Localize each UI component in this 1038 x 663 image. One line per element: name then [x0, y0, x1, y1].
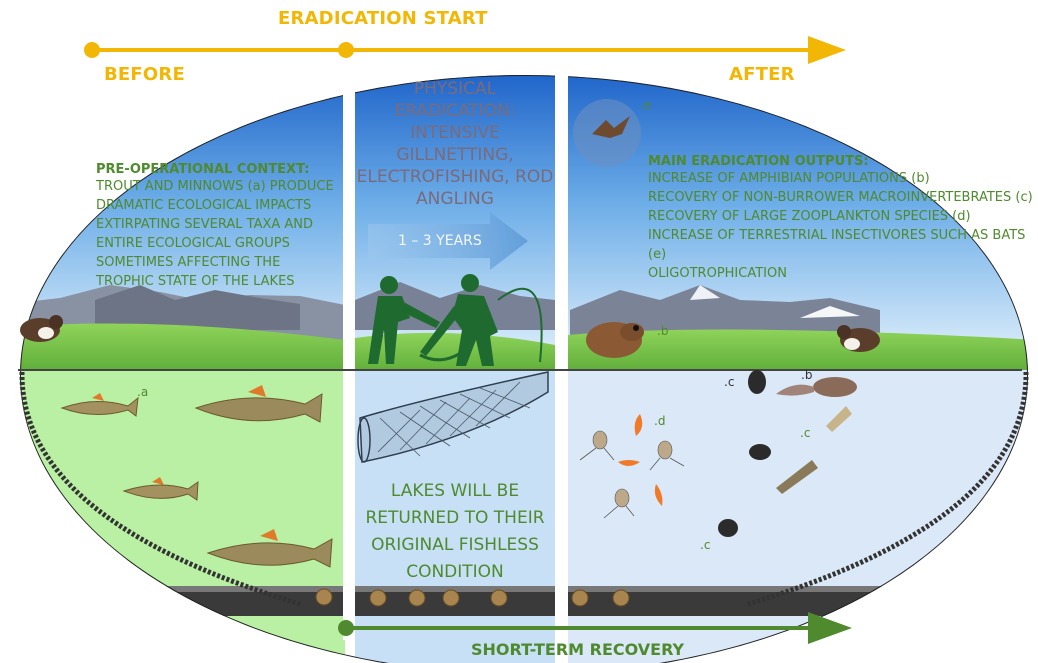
eradication-heading-line: INTENSIVE: [410, 123, 500, 143]
outcome-line: CONDITION: [406, 562, 504, 582]
top-timeline-arrow: [84, 36, 846, 64]
bat: [592, 116, 630, 138]
duration-label: 1 – 3 YEARS: [398, 233, 482, 249]
outputs-line: OLIGOTROPHICATION: [648, 266, 787, 281]
fishless-outcome-text: LAKES WILL BE RETURNED TO THEIR ORIGINAL…: [355, 478, 555, 586]
outcome-line: RETURNED TO THEIR: [365, 508, 545, 528]
zooplankton: [579, 414, 685, 519]
pre-operational-line: ENTIRE ECOLOGICAL GROUPS: [96, 236, 290, 251]
eradication-heading-line: PHYSICAL: [413, 79, 497, 99]
outputs-line: INCREASE OF AMPHIBIAN POPULATIONS (b): [648, 171, 930, 186]
physical-eradication-text: PHYSICAL ERADICATION: INTENSIVE GILLNETT…: [355, 78, 555, 210]
outcome-line: LAKES WILL BE: [390, 481, 520, 501]
eradication-heading-line: ANGLING: [416, 189, 494, 209]
dipper-bird-right: [837, 325, 880, 352]
eradication-start-label: ERADICATION START: [278, 8, 488, 29]
before-label: BEFORE: [104, 64, 185, 85]
trout-fish: [60, 393, 333, 568]
sediment-stones: [315, 588, 630, 607]
pre-operational-line: EXTIRPATING SEVERAL TAXA AND: [96, 217, 314, 232]
pre-operational-heading: PRE-OPERATIONAL CONTEXT:: [96, 162, 310, 177]
eradication-outputs-text: MAIN ERADICATION OUTPUTS: INCREASE OF AM…: [648, 154, 1038, 283]
duration-arrow: [368, 212, 528, 270]
outcome-line: ORIGINAL FISHLESS: [371, 535, 539, 555]
outputs-line: RECOVERY OF LARGE ZOOPLANKTON SPECIES (d…: [648, 209, 971, 224]
label-e: .e: [640, 98, 652, 112]
outputs-heading: MAIN ERADICATION OUTPUTS:: [648, 154, 869, 169]
eradication-heading-line: ELECTROFISHING, ROD: [356, 167, 554, 187]
outputs-line: RECOVERY OF NON-BURROWER MACROINVERTEBRA…: [648, 190, 1033, 205]
label-c-2: .c: [800, 426, 811, 440]
label-a: .a: [137, 385, 149, 399]
dipper-bird-left: [20, 315, 63, 342]
pre-operational-line: DRAMATIC ECOLOGICAL IMPACTS: [96, 198, 312, 213]
pre-operational-text: PRE-OPERATIONAL CONTEXT: TROUT AND MINNO…: [96, 162, 346, 291]
frog: [586, 322, 644, 358]
label-c-3: .c: [700, 538, 711, 552]
pre-operational-line: TROPHIC STATE OF THE LAKES: [96, 274, 295, 289]
beetles: [718, 370, 771, 537]
label-c-1: .c: [724, 375, 735, 389]
label-b-tadpole: .b: [801, 368, 813, 382]
label-d: .d: [654, 414, 666, 428]
gill-net: [357, 371, 549, 463]
eradication-heading-line: ERADICATION:: [394, 101, 516, 121]
pre-operational-line: TROUT AND MINNOWS (a) PRODUCE: [96, 179, 334, 194]
after-label: AFTER: [729, 64, 795, 85]
caddisfly-larva: [776, 406, 852, 494]
tadpole: [776, 377, 857, 397]
short-term-recovery-label: SHORT-TERM RECOVERY: [471, 640, 685, 659]
bottom-timeline-arrow: [338, 612, 852, 644]
pre-operational-line: SOMETIMES AFFECTING THE: [96, 255, 281, 270]
outputs-line: INCREASE OF TERRESTRIAL INSECTIVORES SUC…: [648, 228, 1026, 262]
eradication-heading-line: GILLNETTING,: [396, 145, 514, 165]
fishermen-silhouette: [368, 274, 498, 366]
label-b-frog: .b: [657, 324, 669, 338]
